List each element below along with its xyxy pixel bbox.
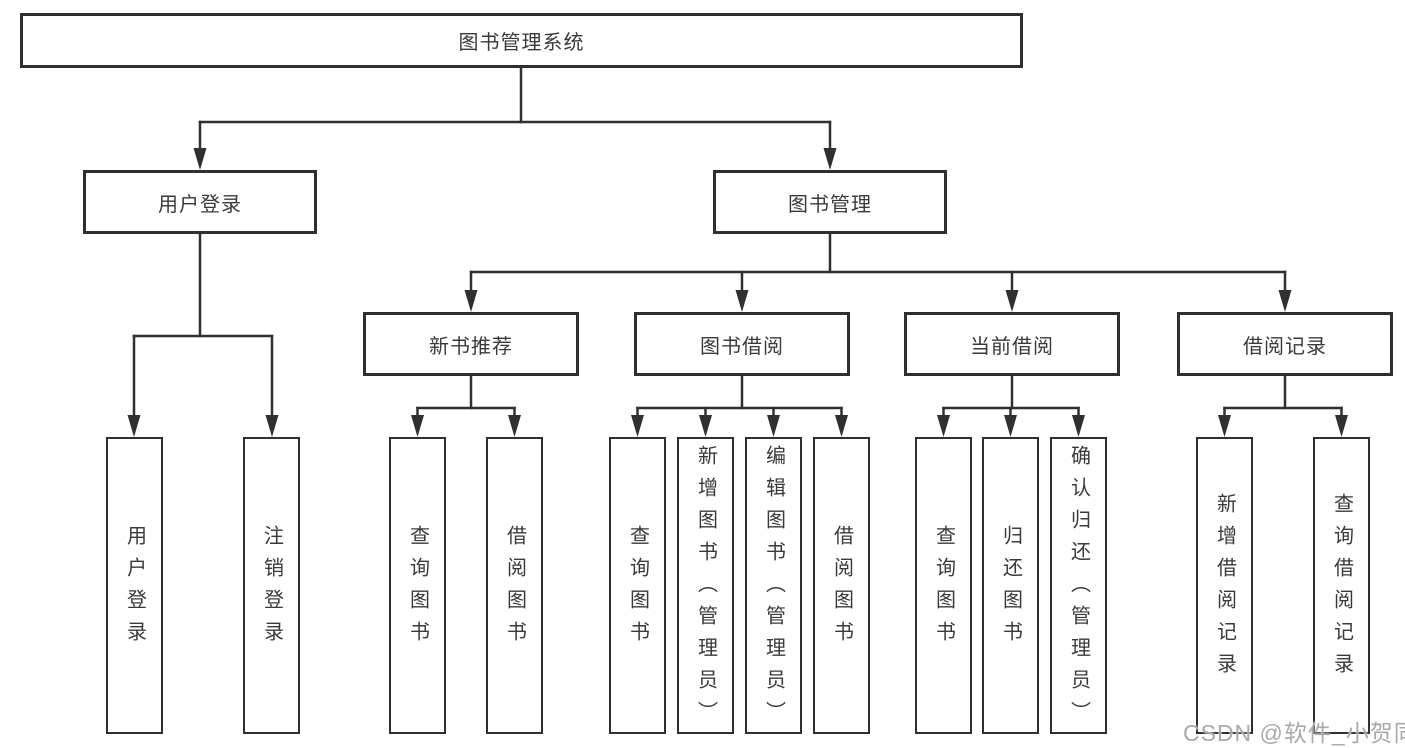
- leaf-add-books-admin: 新增图书（管理员）: [677, 437, 734, 734]
- leaf-borrow-books: 借阅图书: [813, 437, 870, 734]
- node-root-label: 图书管理系统: [458, 32, 585, 54]
- leaf-borrow-books-newbook: 借阅图书: [486, 437, 543, 734]
- leaf-add-borrow-record: 新增借阅记录: [1196, 437, 1253, 734]
- node-user-login: 用户登录: [83, 170, 317, 234]
- node-root: 图书管理系统: [20, 13, 1023, 68]
- node-book-borrow: 图书借阅: [634, 312, 850, 376]
- node-book-borrow-label: 图书借阅: [700, 335, 784, 358]
- leaf-return-books: 归还图书: [982, 437, 1039, 734]
- node-current-borrow: 当前借阅: [904, 312, 1120, 376]
- node-new-book-recommend-label: 新书推荐: [429, 335, 513, 358]
- node-book-management: 图书管理: [713, 170, 947, 234]
- node-user-login-label: 用户登录: [158, 193, 242, 216]
- leaf-user-login: 用户登录: [106, 437, 163, 734]
- csdn-watermark: CSDN @软件_小贺同学: [1183, 720, 1405, 746]
- arrow-down-icons: [127, 148, 1348, 437]
- leaf-query-books-current: 查询图书: [915, 437, 972, 734]
- node-new-book-recommend: 新书推荐: [363, 312, 579, 376]
- leaf-query-books-borrow: 查询图书: [609, 437, 666, 734]
- node-borrow-record-label: 借阅记录: [1243, 335, 1327, 358]
- node-book-management-label: 图书管理: [788, 193, 872, 216]
- leaf-edit-books-admin: 编辑图书（管理员）: [745, 437, 802, 734]
- leaf-query-borrow-record: 查询借阅记录: [1313, 437, 1370, 734]
- leaf-query-books-newbook: 查询图书: [389, 437, 446, 734]
- leaf-confirm-return-admin: 确认归还（管理员）: [1050, 437, 1107, 734]
- leaf-logout: 注销登录: [243, 437, 300, 734]
- node-current-borrow-label: 当前借阅: [970, 335, 1054, 358]
- node-borrow-record: 借阅记录: [1177, 312, 1393, 376]
